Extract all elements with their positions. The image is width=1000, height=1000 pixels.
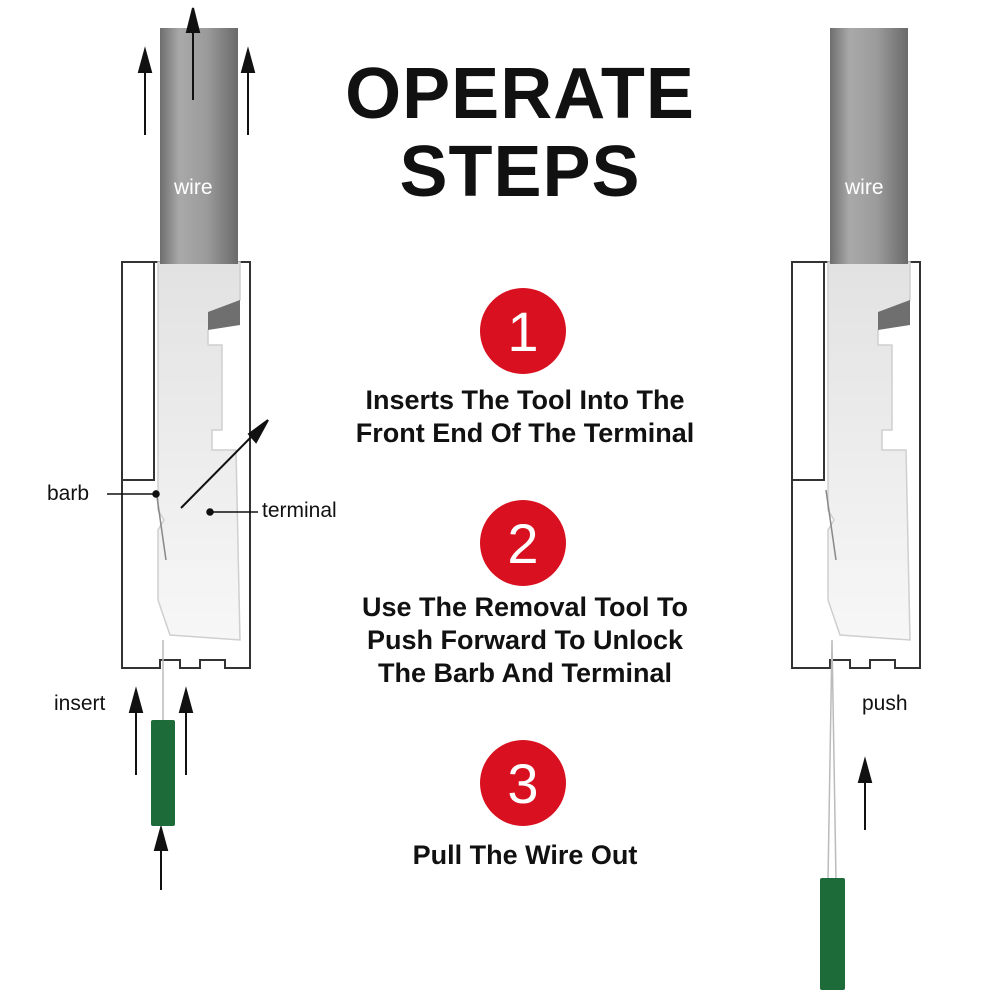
left-terminal bbox=[157, 261, 241, 641]
step-2-line: Use The Removal Tool To bbox=[361, 592, 689, 622]
left-arrows bbox=[128, 7, 269, 890]
left-removal-tool bbox=[151, 720, 175, 826]
left-leader-lines bbox=[107, 490, 258, 516]
left-wire-label: wire bbox=[174, 176, 213, 199]
right-tool-tip bbox=[827, 639, 837, 881]
step-3-text: Pull The Wire Out bbox=[300, 839, 750, 872]
push-label: push bbox=[862, 692, 908, 715]
step-2-badge: 2 bbox=[480, 500, 566, 586]
right-wire-label: wire bbox=[845, 176, 884, 199]
left-barb-spring bbox=[155, 489, 167, 561]
right-wire bbox=[830, 28, 908, 264]
step-1-line: Front End Of The Terminal bbox=[355, 418, 695, 448]
insert-label: insert bbox=[54, 692, 106, 715]
step-1-badge: 1 bbox=[480, 288, 566, 374]
step-2-line: Push Forward To Unlock bbox=[366, 625, 684, 655]
page-title-line2: STEPS bbox=[399, 132, 641, 212]
right-terminal bbox=[827, 261, 911, 641]
step-3-badge: 3 bbox=[480, 740, 566, 826]
step-2-line: The Barb And Terminal bbox=[377, 658, 673, 688]
step-3-line: Pull The Wire Out bbox=[412, 840, 638, 870]
step-2-text: Use The Removal Tool To Push Forward To … bbox=[300, 591, 750, 690]
terminal-label: terminal bbox=[262, 499, 337, 522]
right-barb-spring bbox=[825, 489, 837, 561]
right-arrows bbox=[857, 756, 873, 830]
barb-label: barb bbox=[47, 482, 90, 505]
page-title-line1: OPERATE bbox=[345, 54, 695, 134]
step-1-line: Inserts The Tool Into The bbox=[365, 385, 685, 415]
left-wire bbox=[160, 28, 238, 264]
right-removal-tool bbox=[820, 878, 845, 990]
step-1-text: Inserts The Tool Into The Front End Of T… bbox=[300, 384, 750, 450]
